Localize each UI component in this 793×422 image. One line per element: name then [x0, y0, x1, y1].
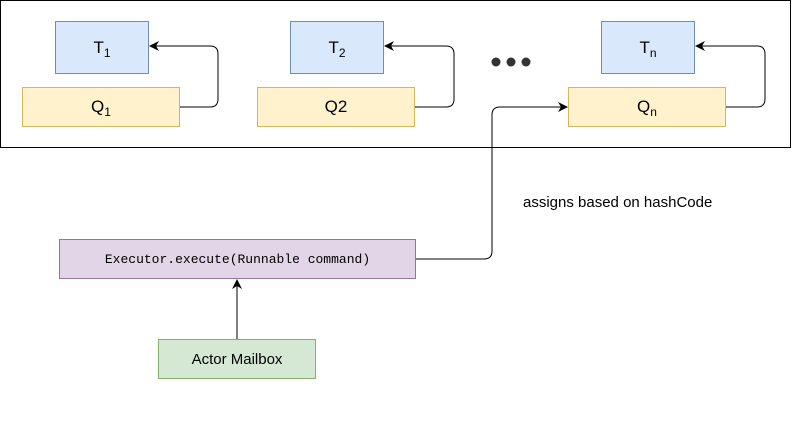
executor-execute-box: Executor.execute(Runnable command): [59, 239, 416, 279]
queue-2: Q2: [257, 87, 415, 127]
queue-1-to-thread-1-arrow: [149, 41, 219, 108]
thread-pool-frame: [0, 0, 791, 148]
mailbox-label: Actor Mailbox: [191, 350, 283, 368]
queue-2-to-thread-2-arrow: [384, 41, 455, 108]
thread-1: T1: [55, 21, 149, 74]
ellipsis-dots-icon: [491, 57, 531, 67]
thread-2-label: T2: [328, 37, 346, 60]
thread-n: Tn: [601, 21, 695, 74]
queue-1: Q1: [22, 87, 180, 127]
thread-n-label: Tn: [639, 37, 657, 60]
queue-n-label: Qn: [637, 97, 657, 119]
executor-label: Executor.execute(Runnable command): [104, 251, 371, 267]
executor-to-queue-n-arrow: [416, 102, 568, 260]
queue-n-to-thread-n-arrow: [695, 41, 766, 108]
queue-2-label: Q2: [324, 97, 348, 116]
actor-mailbox-box: Actor Mailbox: [158, 339, 316, 379]
queue-n: Qn: [568, 87, 726, 127]
thread-1-label: T1: [93, 37, 111, 60]
assign-edge-label: assigns based on hashCode: [523, 194, 713, 211]
thread-2: T2: [290, 21, 384, 74]
queue-1-label: Q1: [91, 97, 111, 119]
